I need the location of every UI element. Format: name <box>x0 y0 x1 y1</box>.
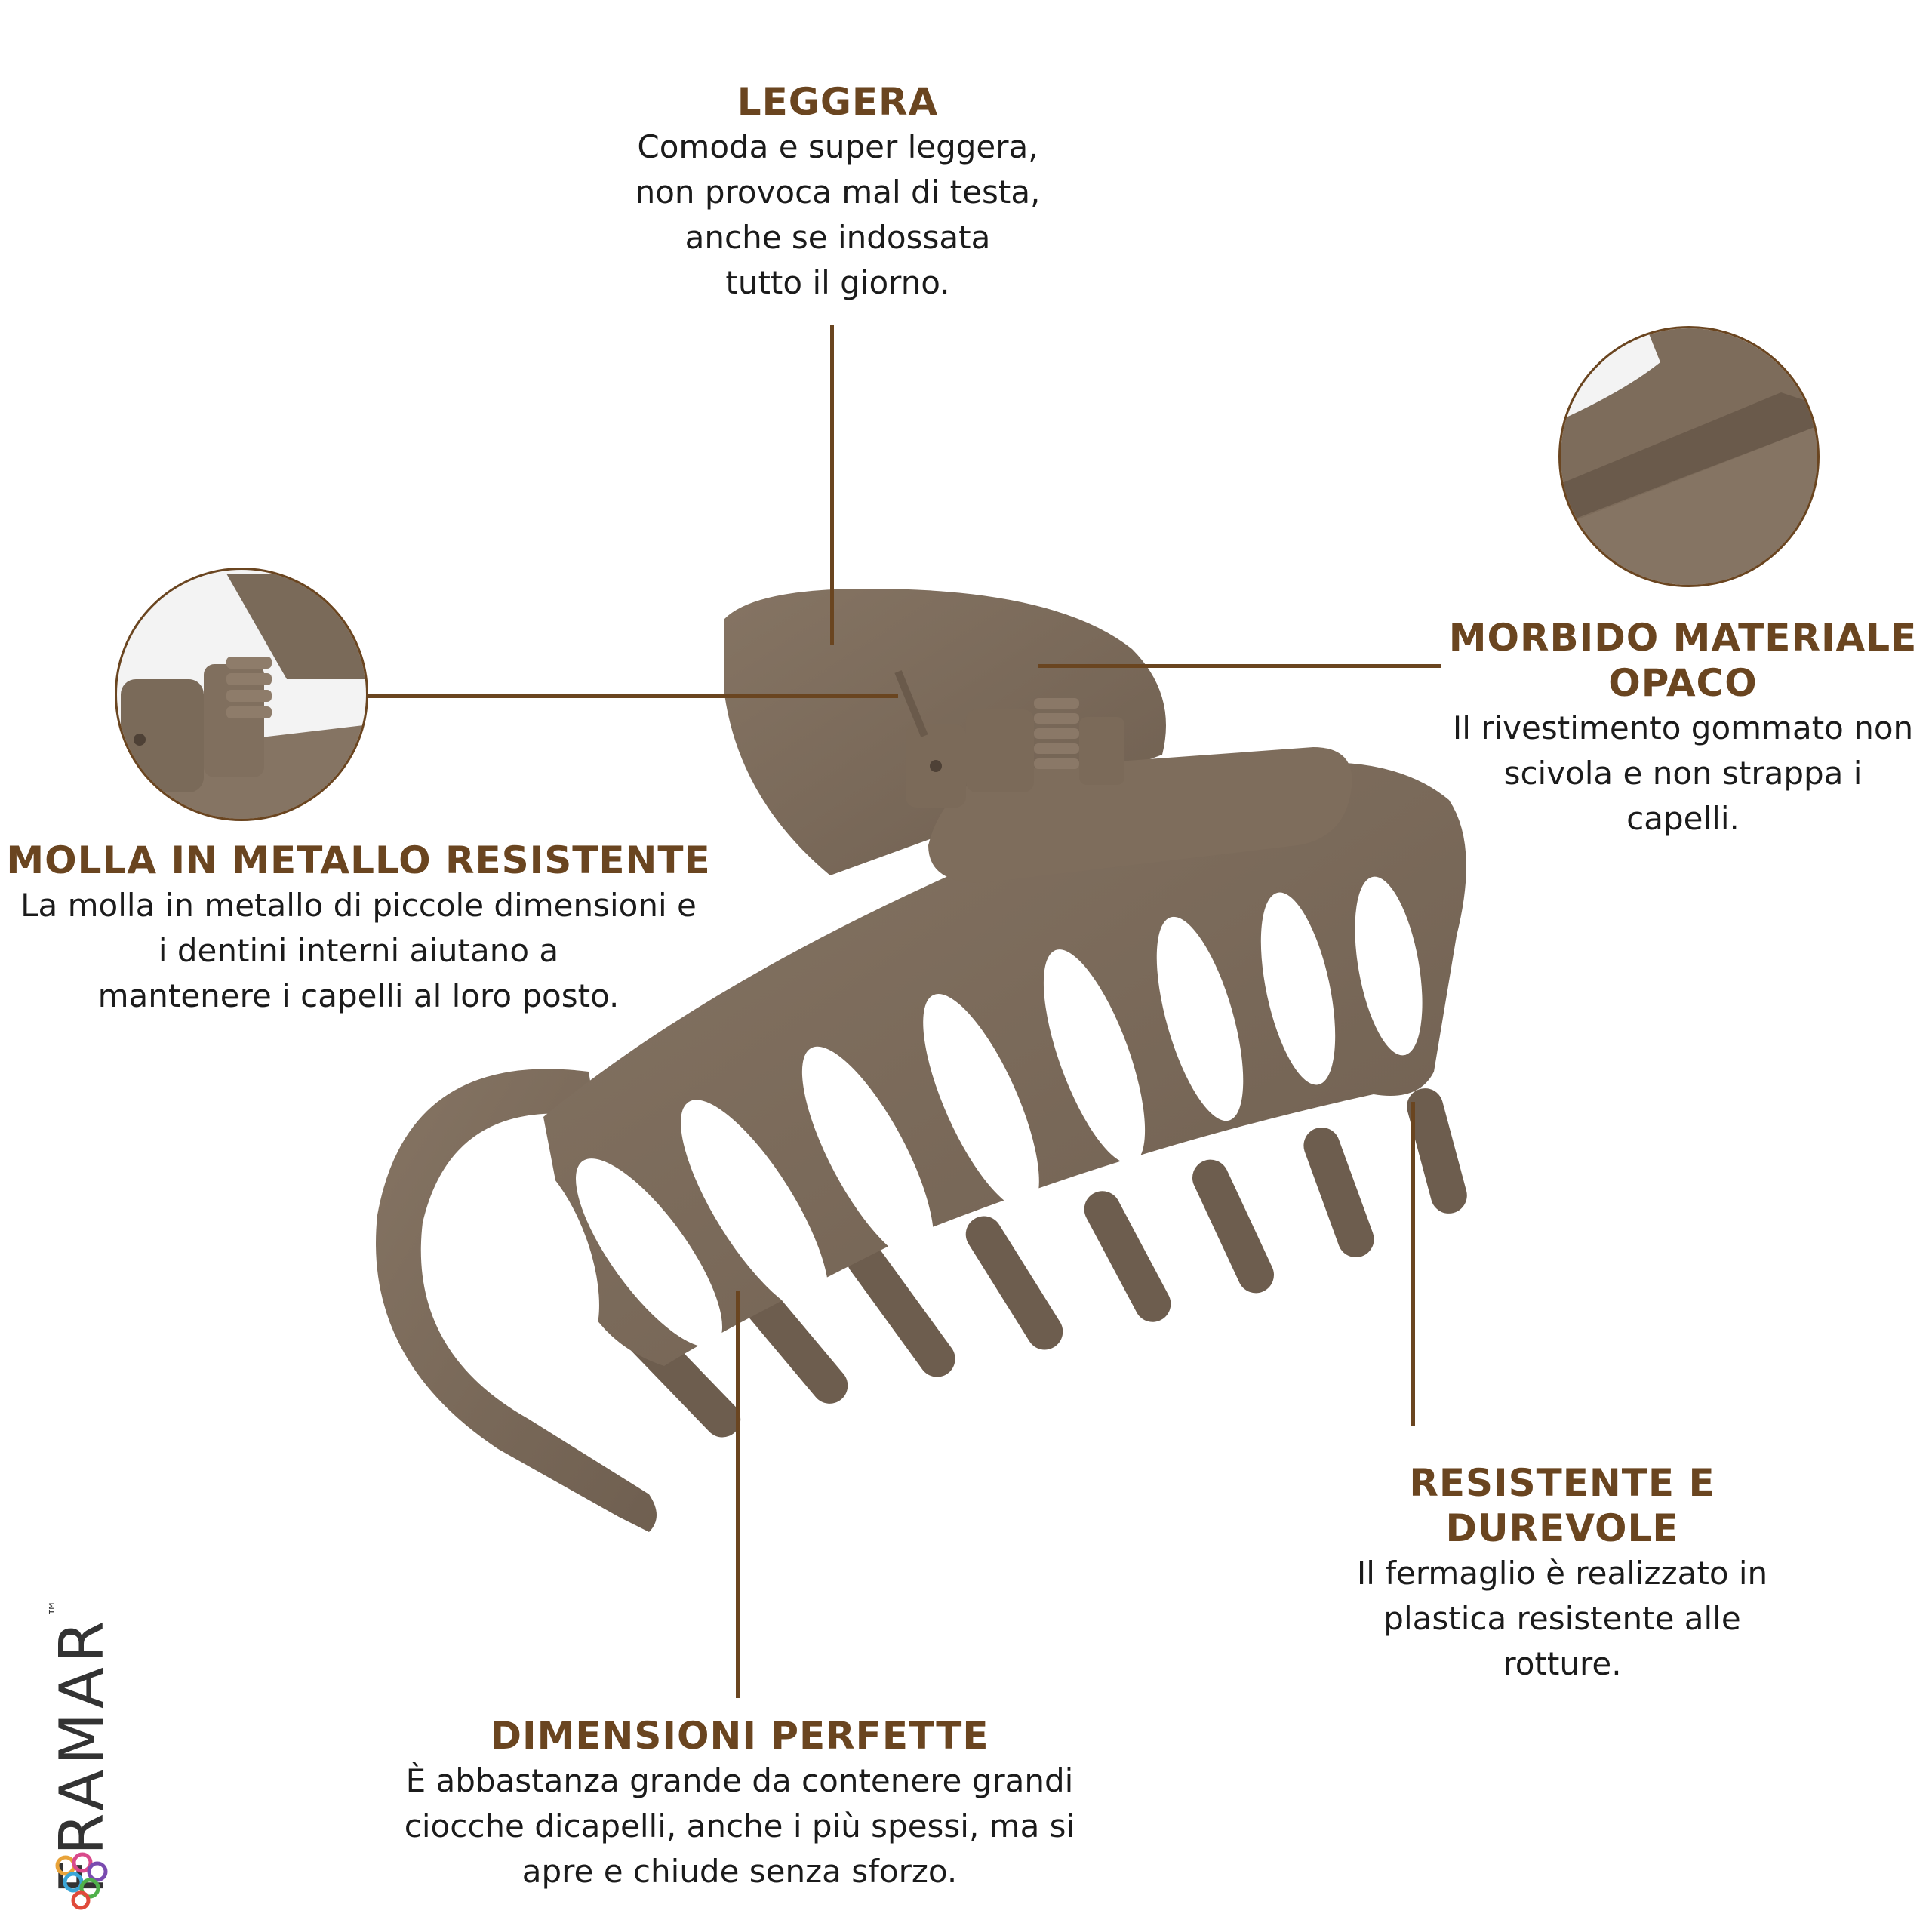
feature-dimensioni: DIMENSIONI PERFETTE È abbastanza grande … <box>377 1713 1102 1894</box>
line-dimensioni <box>736 1291 740 1698</box>
feature-leggera: LEGGERA Comoda e super leggera, non prov… <box>581 79 1094 306</box>
feature-resistente-title: RESISTENTE E DUREVOLE <box>1409 1461 1715 1550</box>
feature-molla-text: La molla in metallo di piccole dimension… <box>20 887 697 1014</box>
feature-leggera-text: Comoda e super leggera, non provoca mal … <box>635 128 1041 301</box>
feature-morbido: MORBIDO MATERIALE OPACO Il rivestimento … <box>1434 615 1932 841</box>
feature-resistente-text: Il fermaglio è realizzato in plastica re… <box>1356 1555 1768 1682</box>
feature-morbido-title: MORBIDO MATERIALE OPACO <box>1448 616 1918 705</box>
framar-wordmark: FRAMAR™ <box>47 1595 117 1894</box>
line-resistente <box>1411 1102 1415 1426</box>
zoom-circle-spring <box>115 568 368 821</box>
clip-openings <box>488 876 1423 1354</box>
feature-molla-title: MOLLA IN METALLO RESISTENTE <box>6 838 711 882</box>
feature-dimensioni-text: È abbastanza grande da contenere grandi … <box>404 1762 1075 1890</box>
zoom-circle-material <box>1558 326 1820 587</box>
feature-morbido-text: Il rivestimento gommato non scivola e no… <box>1452 709 1914 837</box>
colorful-circles-icon <box>55 1852 108 1910</box>
clip-spring-hinge <box>894 670 1124 808</box>
clip-top-plate <box>928 747 1352 883</box>
feature-dimensioni-title: DIMENSIONI PERFETTE <box>490 1714 989 1758</box>
clip-left-hook <box>376 1069 657 1532</box>
line-morbido <box>1038 664 1441 668</box>
feature-resistente: RESISTENTE E DUREVOLE Il fermaglio è rea… <box>1298 1460 1826 1687</box>
framar-logo: FRAMAR™ <box>47 1540 117 1917</box>
line-molla <box>366 694 898 698</box>
feature-molla: MOLLA IN METALLO RESISTENTE La molla in … <box>0 838 717 1019</box>
line-leggera <box>830 325 834 645</box>
feature-leggera-title: LEGGERA <box>737 80 939 124</box>
